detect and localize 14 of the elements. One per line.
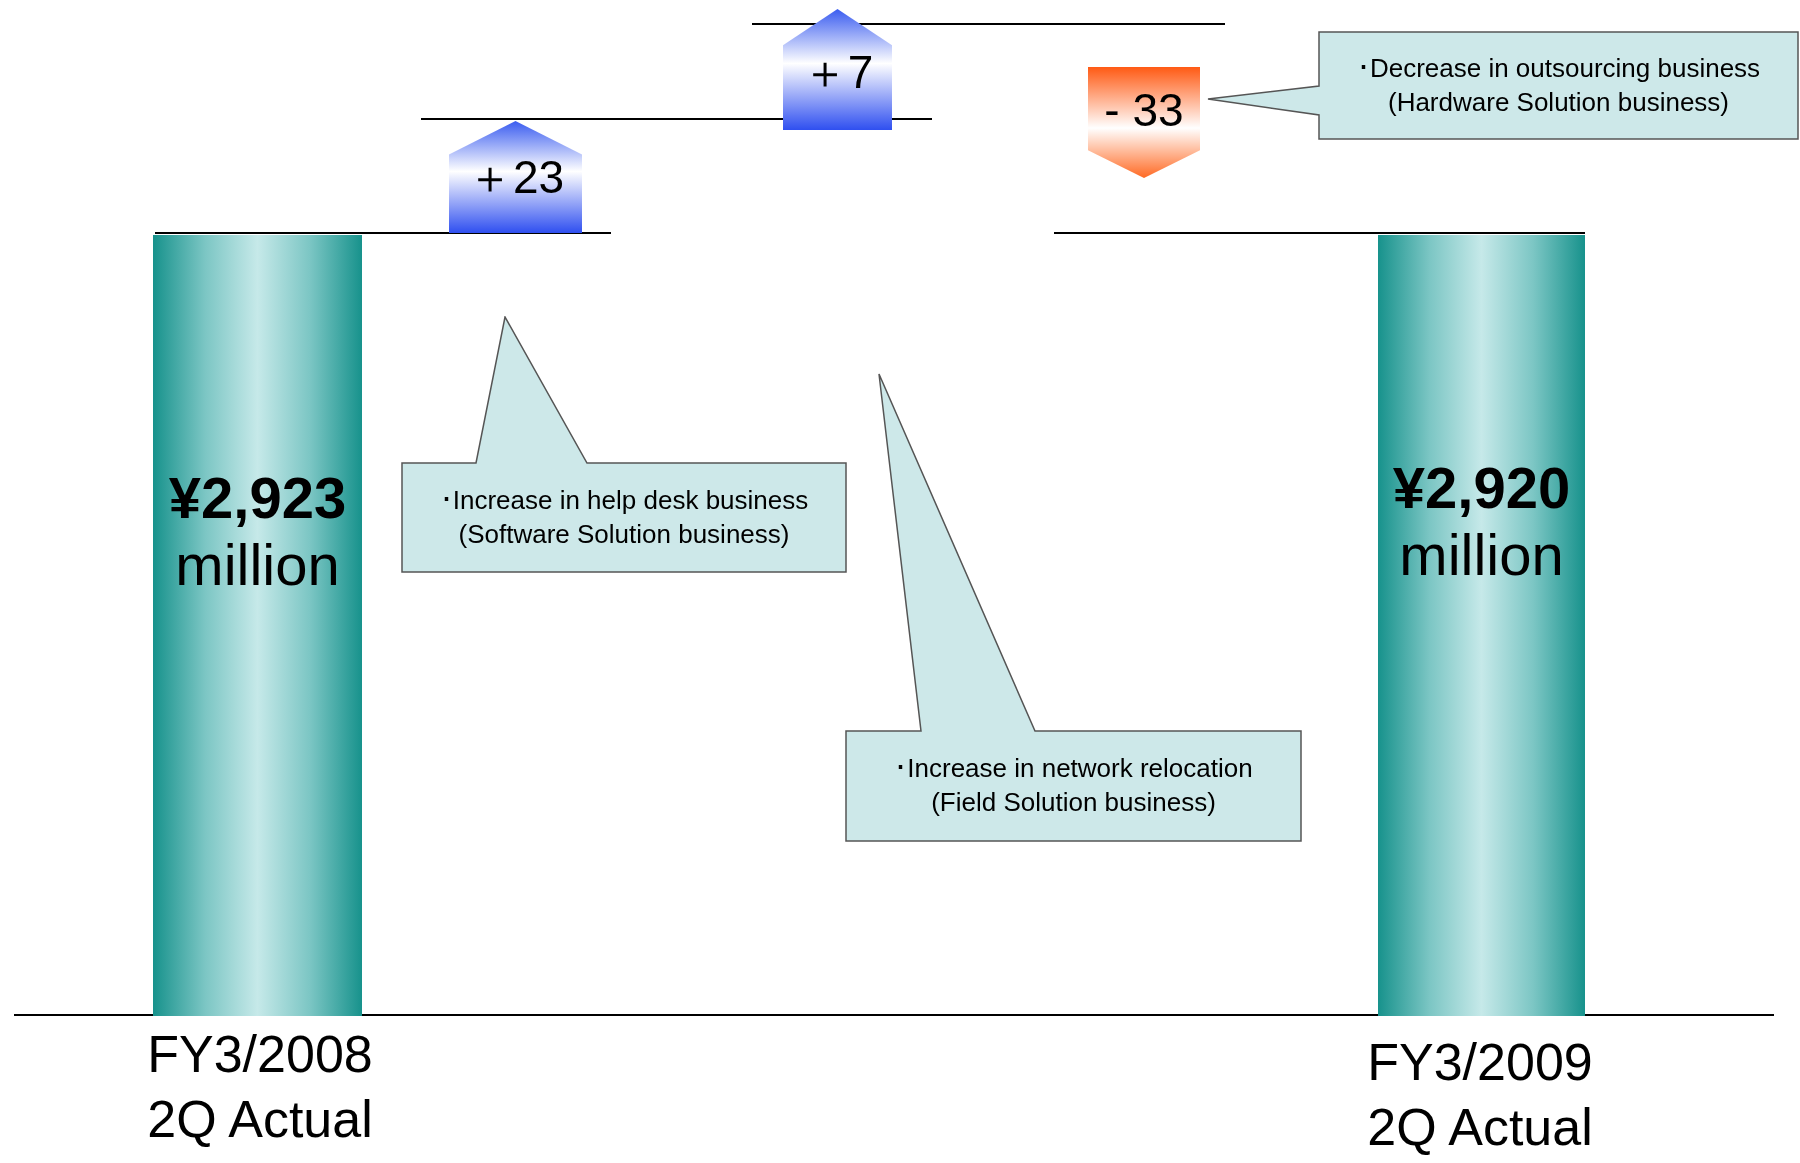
unit-label: million [175,531,340,599]
callout-text: ･Increase in help desk business (Software Solution business) [438,483,810,551]
period-label: FY3/2008 2Q Actual [146,1024,374,1150]
bar-value: ¥2,920 [1392,455,1571,522]
change-value: ＋23 [466,150,565,205]
change-value: ＋7 [801,45,874,100]
value-bar [1378,235,1585,1016]
unit-label: million [1399,521,1564,589]
value-bar [153,235,362,1016]
callout-text: ･Increase in network relocation (Field Solution business) [893,752,1254,819]
bar-value: ¥2,923 [168,465,347,532]
callout-text: ･Decrease in outsourcing business (Hardware Solution business) [1355,51,1762,119]
change-value: - 33 [1104,83,1184,137]
period-label: FY3/2009 2Q Actual [1366,1032,1594,1158]
